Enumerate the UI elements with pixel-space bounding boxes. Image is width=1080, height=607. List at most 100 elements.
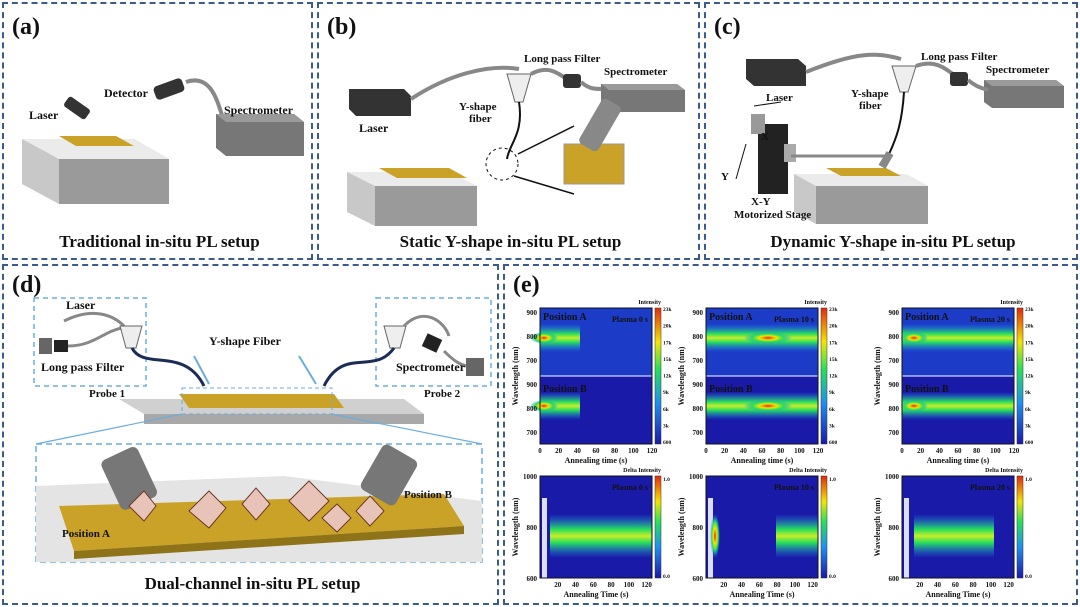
x-tick: 120 <box>1003 581 1014 589</box>
position-a-label: Position A <box>62 528 110 540</box>
position-a-text: Position A <box>905 312 949 323</box>
edge-streak <box>542 498 547 578</box>
panel-label: (e) <box>513 272 540 298</box>
laser-label: Laser <box>29 108 59 122</box>
probe-2-label: Probe 2 <box>424 388 461 400</box>
heatmap-bottom-frame <box>901 475 1015 579</box>
y-tick: 800 <box>693 333 704 341</box>
y-axis-label: Wavelength (nm) <box>873 497 882 556</box>
colorbar-tick: 9k <box>1025 390 1032 396</box>
spectrometer-label: Spectrometer <box>396 360 466 374</box>
position-a-text: Position A <box>709 312 753 323</box>
x-tick: 0 <box>900 447 904 455</box>
static-y-setup-diagram <box>347 65 685 226</box>
edge-streak <box>904 498 909 578</box>
y-axis-label: Wavelength (nm) <box>873 346 882 405</box>
colorbar-tick: 600 <box>1025 440 1034 446</box>
position-b-text: Position B <box>543 384 587 395</box>
y-tick: 900 <box>889 381 900 389</box>
colorbar-tick: 17k <box>1025 340 1035 346</box>
traditional-setup-diagram <box>22 78 304 204</box>
x-tick: 60 <box>593 447 601 455</box>
hot-spot <box>530 399 558 412</box>
y-tick: 800 <box>693 524 704 532</box>
plasma-text: Plasma 0 s <box>612 483 648 492</box>
y-tick: 800 <box>693 405 704 413</box>
y-tick: 600 <box>527 575 538 583</box>
plasma-text: Plasma 0 s <box>612 315 648 324</box>
detector-label: Detector <box>104 86 148 100</box>
plasma-text: Plasma 20 s <box>970 315 1010 324</box>
colorbar <box>654 475 662 579</box>
stage-label-2: Motorized Stage <box>734 209 812 221</box>
x-axis-label: X <box>761 131 769 143</box>
x-tick: 100 <box>990 447 1001 455</box>
y-tick: 800 <box>527 333 538 341</box>
heatmap-top-frame <box>539 307 653 445</box>
filter-label: Long pass Filter <box>524 53 601 65</box>
y-tick: 900 <box>889 309 900 317</box>
x-tick: 20 <box>555 447 563 455</box>
y-tick: 800 <box>889 524 900 532</box>
x-tick: 20 <box>917 447 925 455</box>
delta-band <box>914 514 994 558</box>
y-axis-label: Wavelength (nm) <box>511 346 520 405</box>
delta-band <box>550 514 652 558</box>
colorbar-tick: 6k <box>829 407 836 413</box>
colorbar <box>1016 475 1024 579</box>
x-axis-label: Annealing Time (s) <box>563 590 628 599</box>
dual-channel-diagram <box>33 297 492 563</box>
colorbar-tick: 17k <box>663 340 673 346</box>
x-tick: 100 <box>624 581 635 589</box>
colorbar-tick: 12k <box>663 374 673 380</box>
colorbar-tick: 15k <box>663 357 673 363</box>
probe-1-label: Probe 1 <box>89 388 126 400</box>
colorbar-tick: 1.0 <box>663 477 670 483</box>
x-axis-label: Annealing time (s) <box>731 456 794 465</box>
caption: Traditional in-situ PL setup <box>59 232 260 251</box>
x-tick: 100 <box>628 447 639 455</box>
colorbar-tick: 0.0 <box>1025 574 1032 580</box>
x-tick: 80 <box>611 447 619 455</box>
x-tick: 120 <box>647 447 658 455</box>
spectrometer-box <box>601 84 685 112</box>
panel-c: (c) Laser Long pass Filter Spectrometer … <box>704 2 1078 260</box>
panel-label: (d) <box>12 272 42 298</box>
position-a-text: Position A <box>543 312 587 323</box>
laser-label: Laser <box>66 298 96 312</box>
colorbar-tick: 3k <box>663 423 670 429</box>
x-tick: 120 <box>641 581 652 589</box>
panel-b: (b) Laser Long pass Filter Spectrometer … <box>317 2 700 260</box>
colorbar-tick: 6k <box>1025 407 1032 413</box>
y-tick: 900 <box>693 309 704 317</box>
position-b-text: Position B <box>709 384 753 395</box>
panel-a: (a) Laser Detector Spectrometer Traditio… <box>2 2 313 260</box>
y-tick: 900 <box>527 381 538 389</box>
colorbar-tick: 9k <box>663 390 670 396</box>
heatmap-top-frame <box>705 307 819 445</box>
y-tick: 700 <box>527 429 538 437</box>
colorbar-tick: 20k <box>663 324 673 330</box>
y-tick: 700 <box>889 429 900 437</box>
colorbar-tick: 12k <box>1025 374 1035 380</box>
x-tick: 40 <box>574 447 582 455</box>
y-tick: 800 <box>889 333 900 341</box>
laser-label: Laser <box>766 92 793 104</box>
x-axis-label: Annealing Time (s) <box>925 590 990 599</box>
colorbar-tick: 20k <box>1025 324 1035 330</box>
delta-band <box>776 514 818 558</box>
y-tick: 1000 <box>523 473 538 481</box>
x-tick: 20 <box>721 447 729 455</box>
panel-d: (d) <box>2 264 499 605</box>
x-tick: 0 <box>538 447 542 455</box>
position-b-text: Position B <box>905 384 949 395</box>
x-tick: 60 <box>756 581 764 589</box>
colorbar <box>654 307 662 445</box>
colorbar-title: Delta Intensity <box>623 468 661 474</box>
sample-substrate <box>59 136 134 146</box>
x-tick: 80 <box>970 581 978 589</box>
x-tick: 20 <box>916 581 924 589</box>
colorbar-tick: 23k <box>663 307 673 313</box>
